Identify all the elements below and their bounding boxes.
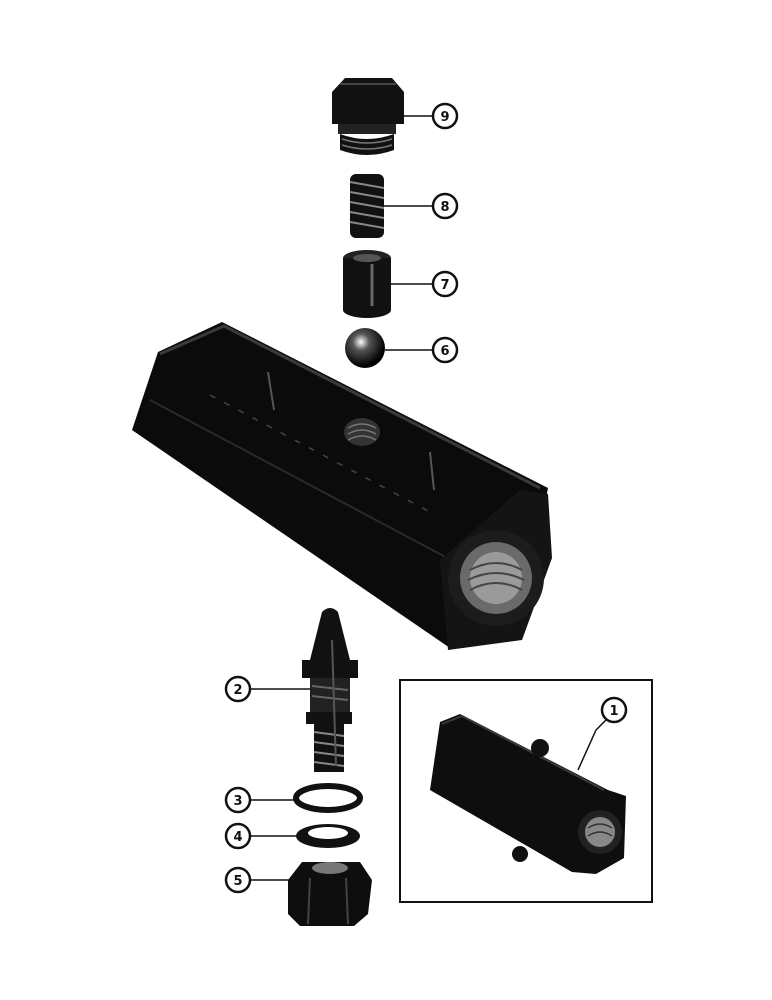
svg-text:8: 8	[440, 200, 449, 215]
leader-lines	[251, 115, 609, 881]
valve-body	[132, 322, 552, 650]
svg-text:5: 5	[233, 874, 242, 889]
callout-5: 5	[224, 866, 252, 894]
callout-3: 3	[224, 786, 252, 814]
callout-1: 1	[600, 696, 628, 724]
svg-text:1: 1	[609, 704, 618, 719]
callout-6: 6	[431, 336, 459, 364]
callout-4: 4	[224, 822, 252, 850]
svg-text:4: 4	[233, 830, 242, 845]
svg-text:2: 2	[233, 683, 242, 698]
seat-part	[343, 250, 391, 318]
svg-text:3: 3	[233, 794, 242, 809]
svg-text:9: 9	[440, 110, 449, 125]
callout-7: 7	[431, 270, 459, 298]
fitting-part	[302, 608, 358, 772]
ball-part	[345, 328, 385, 368]
svg-text:6: 6	[440, 344, 449, 359]
plug-part	[332, 78, 404, 155]
spring-part	[349, 174, 385, 238]
o-ring-part	[293, 783, 363, 813]
valve-assembly-part	[430, 714, 626, 874]
callout-8: 8	[431, 192, 459, 220]
washer-part	[296, 824, 360, 848]
callout-9: 9	[431, 102, 459, 130]
callout-2: 2	[224, 675, 252, 703]
svg-text:7: 7	[440, 278, 449, 293]
nut-part	[288, 862, 372, 926]
assembly-inset	[399, 679, 653, 903]
